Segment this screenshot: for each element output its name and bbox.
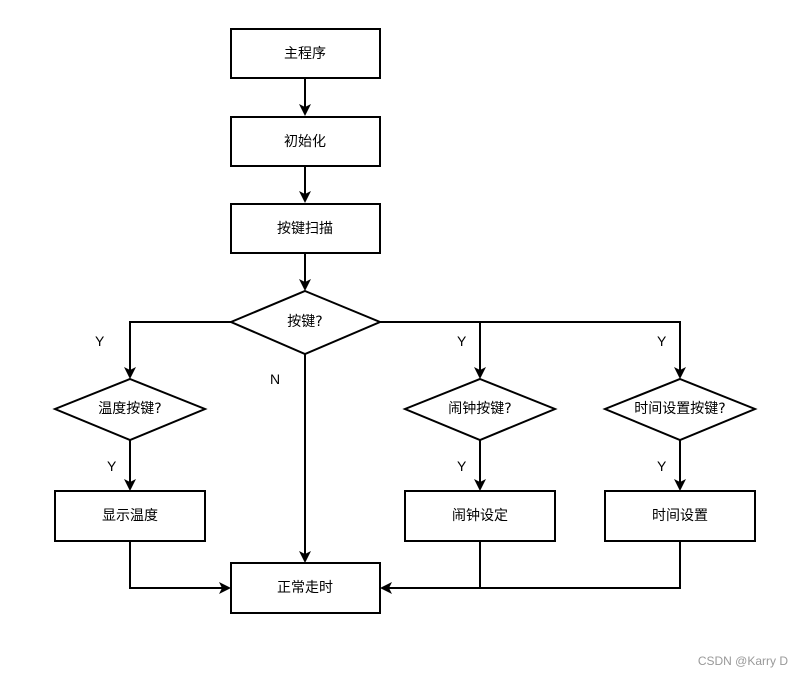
edge-show-to-normal [129,541,231,594]
label-key-no: N [270,371,280,387]
label-key-to-temp: Y [95,333,105,349]
node-alarm-set: 闹钟设定 [404,490,556,542]
node-key-decision: 按键? [228,289,383,356]
node-alarm-decision-label: 闹钟按键? [448,400,511,417]
node-normal: 正常走时 [230,562,381,614]
label-alarm-yes: Y [457,458,467,474]
node-alarm-decision: 闹钟按键? [402,377,558,442]
node-show-temp: 显示温度 [54,490,206,542]
edge-time-to-normal [480,541,681,589]
node-time-set: 时间设置 [604,490,756,542]
edge-alarm-to-normal [380,541,481,594]
edge-key-to-alarm [380,321,486,379]
node-temp-decision-label: 温度按键? [98,401,161,417]
node-alarm-set-label: 闹钟设定 [452,507,508,524]
edge-labels: Y N Y Y Y Y Y [95,333,667,474]
label-key-to-alarm: Y [457,333,467,349]
node-init-label: 初始化 [284,133,326,150]
node-time-set-label: 时间设置 [652,508,708,524]
watermark: CSDN @Karry D [698,654,789,668]
label-temp-yes: Y [107,458,117,474]
node-show-temp-label: 显示温度 [102,508,158,524]
node-time-decision-label: 时间设置按键? [634,401,725,417]
node-key-decision-label: 按键? [287,314,322,330]
edges [124,78,686,594]
node-init: 初始化 [230,116,381,167]
edge-key-to-time [480,321,686,379]
node-normal-label: 正常走时 [277,580,333,596]
edge-key-to-temp [124,321,231,379]
node-time-decision: 时间设置按键? [602,377,758,442]
node-temp-decision: 温度按键? [52,377,208,442]
node-main-label: 主程序 [284,46,326,62]
node-scan: 按键扫描 [230,203,381,254]
node-scan-label: 按键扫描 [277,221,333,237]
label-key-to-time: Y [657,333,667,349]
label-time-yes: Y [657,458,667,474]
node-main: 主程序 [230,28,381,79]
